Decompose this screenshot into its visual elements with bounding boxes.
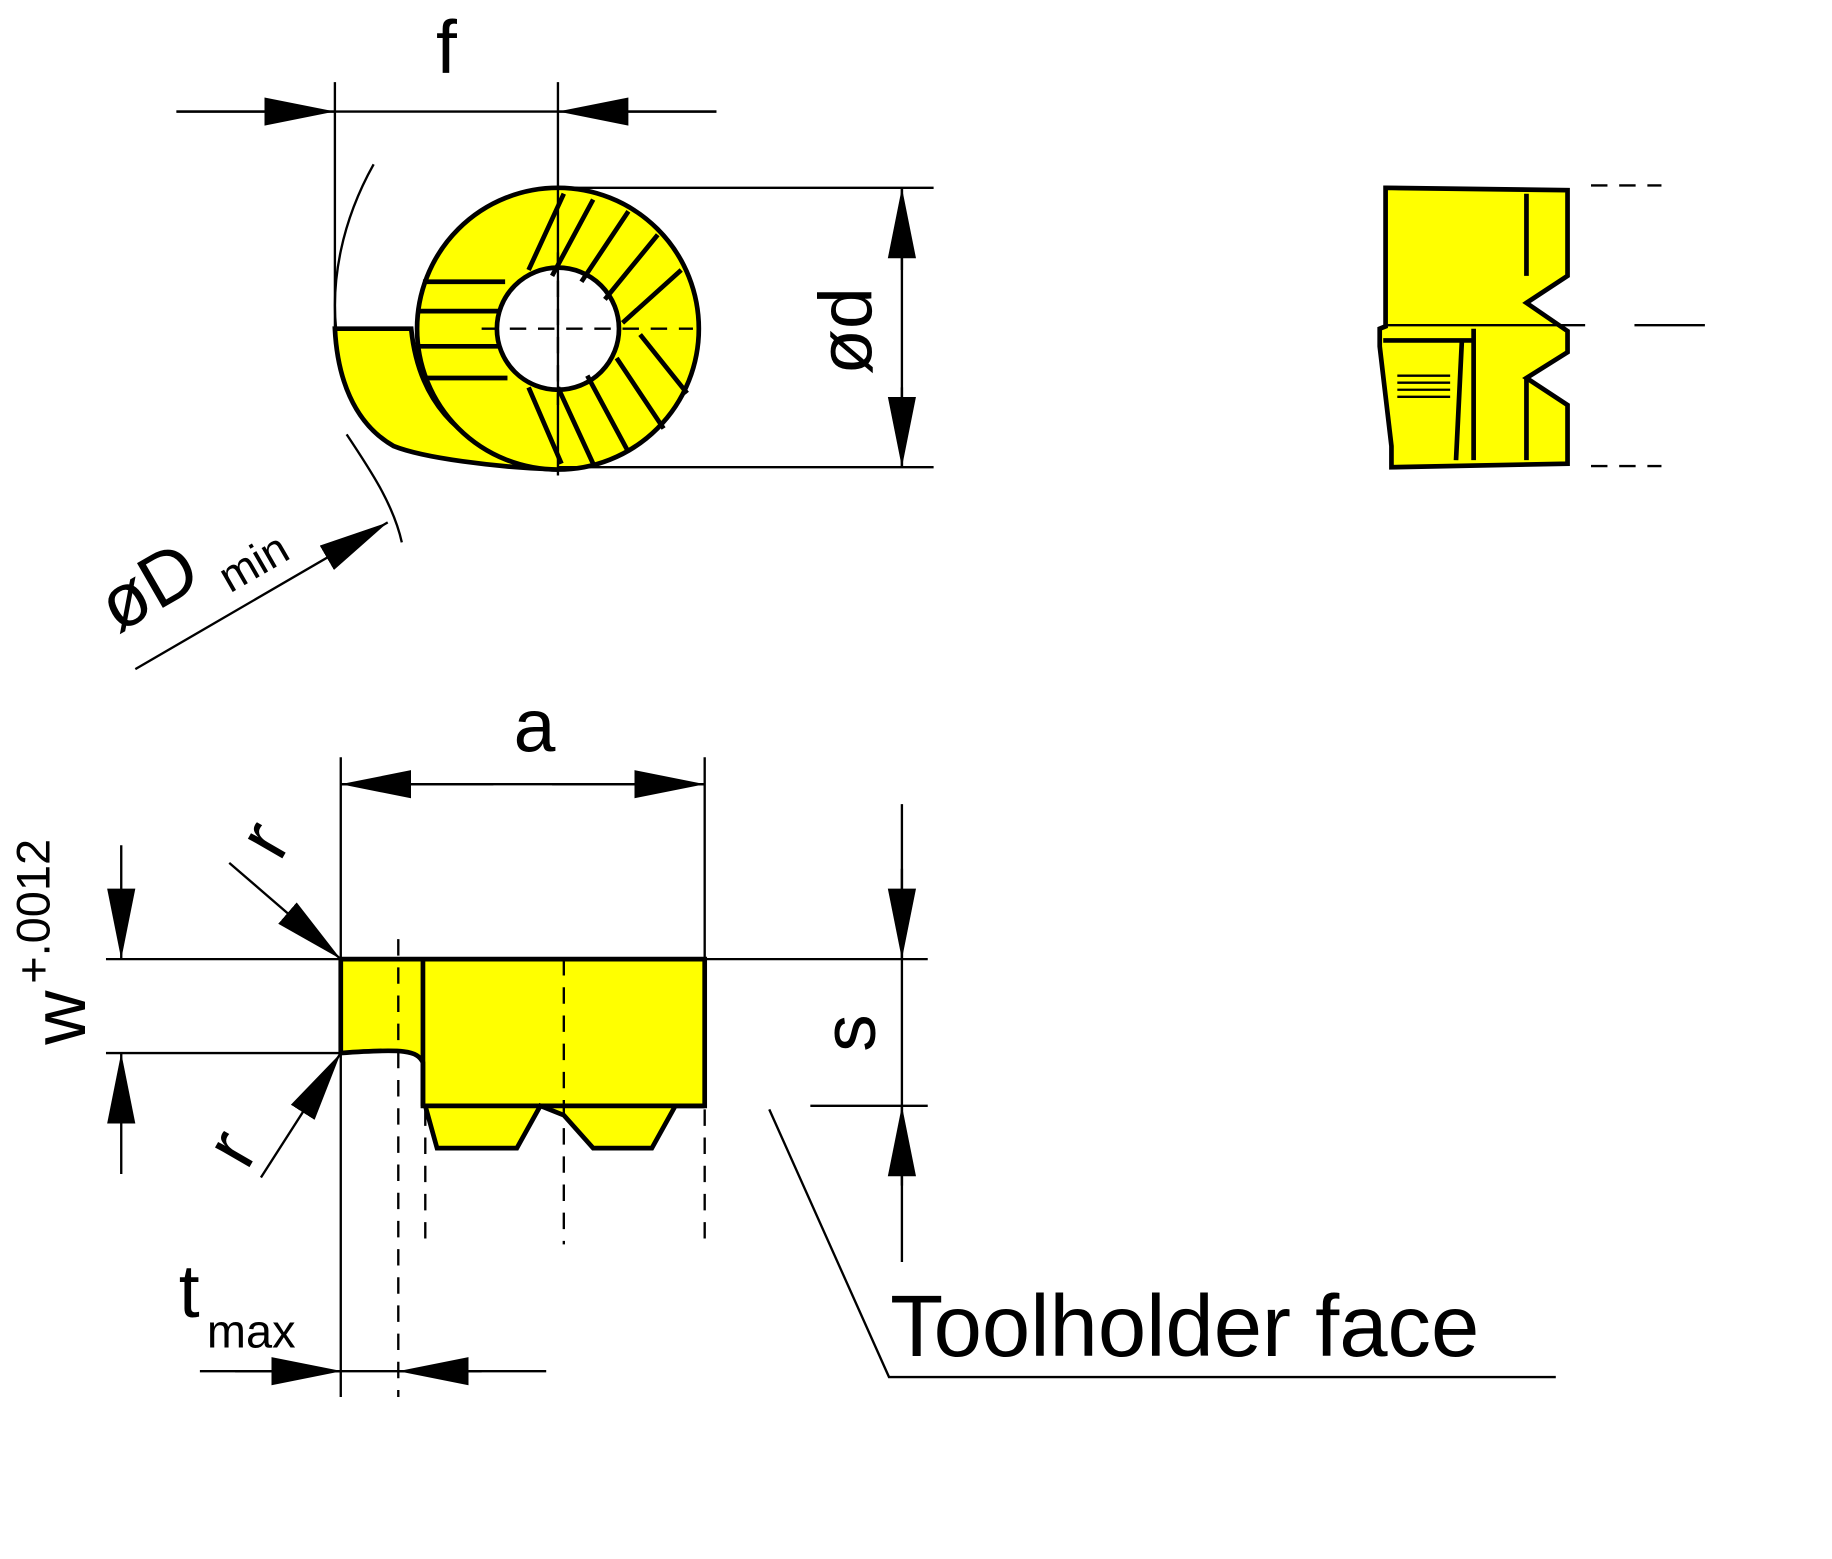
r-top-label: r [221, 807, 306, 871]
svg-text:w: w [17, 990, 101, 1046]
svg-text:min: min [210, 524, 297, 602]
front-edges [420, 959, 705, 1109]
side-ext-lines [1591, 184, 1662, 468]
Dmin-label: øD min [84, 524, 297, 648]
w-label: w +.0012 [7, 839, 101, 1046]
front-hidden-lines [397, 939, 706, 1397]
r-top-leader [228, 861, 342, 961]
side-view [1377, 184, 1705, 470]
Dmin-arc [333, 163, 403, 543]
toolholder-leader [768, 1108, 1556, 1379]
front-view: a w +.0012 r r s t max Toolholder face [7, 683, 1556, 1397]
f-label: f [436, 5, 457, 89]
d-label: ød [803, 287, 887, 375]
top-view: f ød øD min [84, 5, 934, 671]
hatch-lines [419, 192, 689, 465]
tmax-sub: max [207, 1305, 296, 1358]
d-dimension-lines [557, 186, 934, 469]
tmax-label: t [179, 1249, 200, 1333]
a-label: a [514, 683, 556, 767]
svg-text:+.0012: +.0012 [7, 839, 60, 984]
side-serrations [1397, 374, 1451, 398]
toolholder-face-label: Toolholder face [890, 1278, 1479, 1375]
front-insert [338, 956, 708, 1151]
Dmin-leader [134, 521, 389, 671]
side-edges [1383, 193, 1529, 461]
r-bottom-label: r [188, 1116, 273, 1180]
s-label: s [807, 1014, 891, 1052]
r-bottom-leader [259, 1052, 342, 1179]
front-dimension-lines [105, 757, 928, 1397]
svg-text:øD: øD [84, 525, 213, 648]
